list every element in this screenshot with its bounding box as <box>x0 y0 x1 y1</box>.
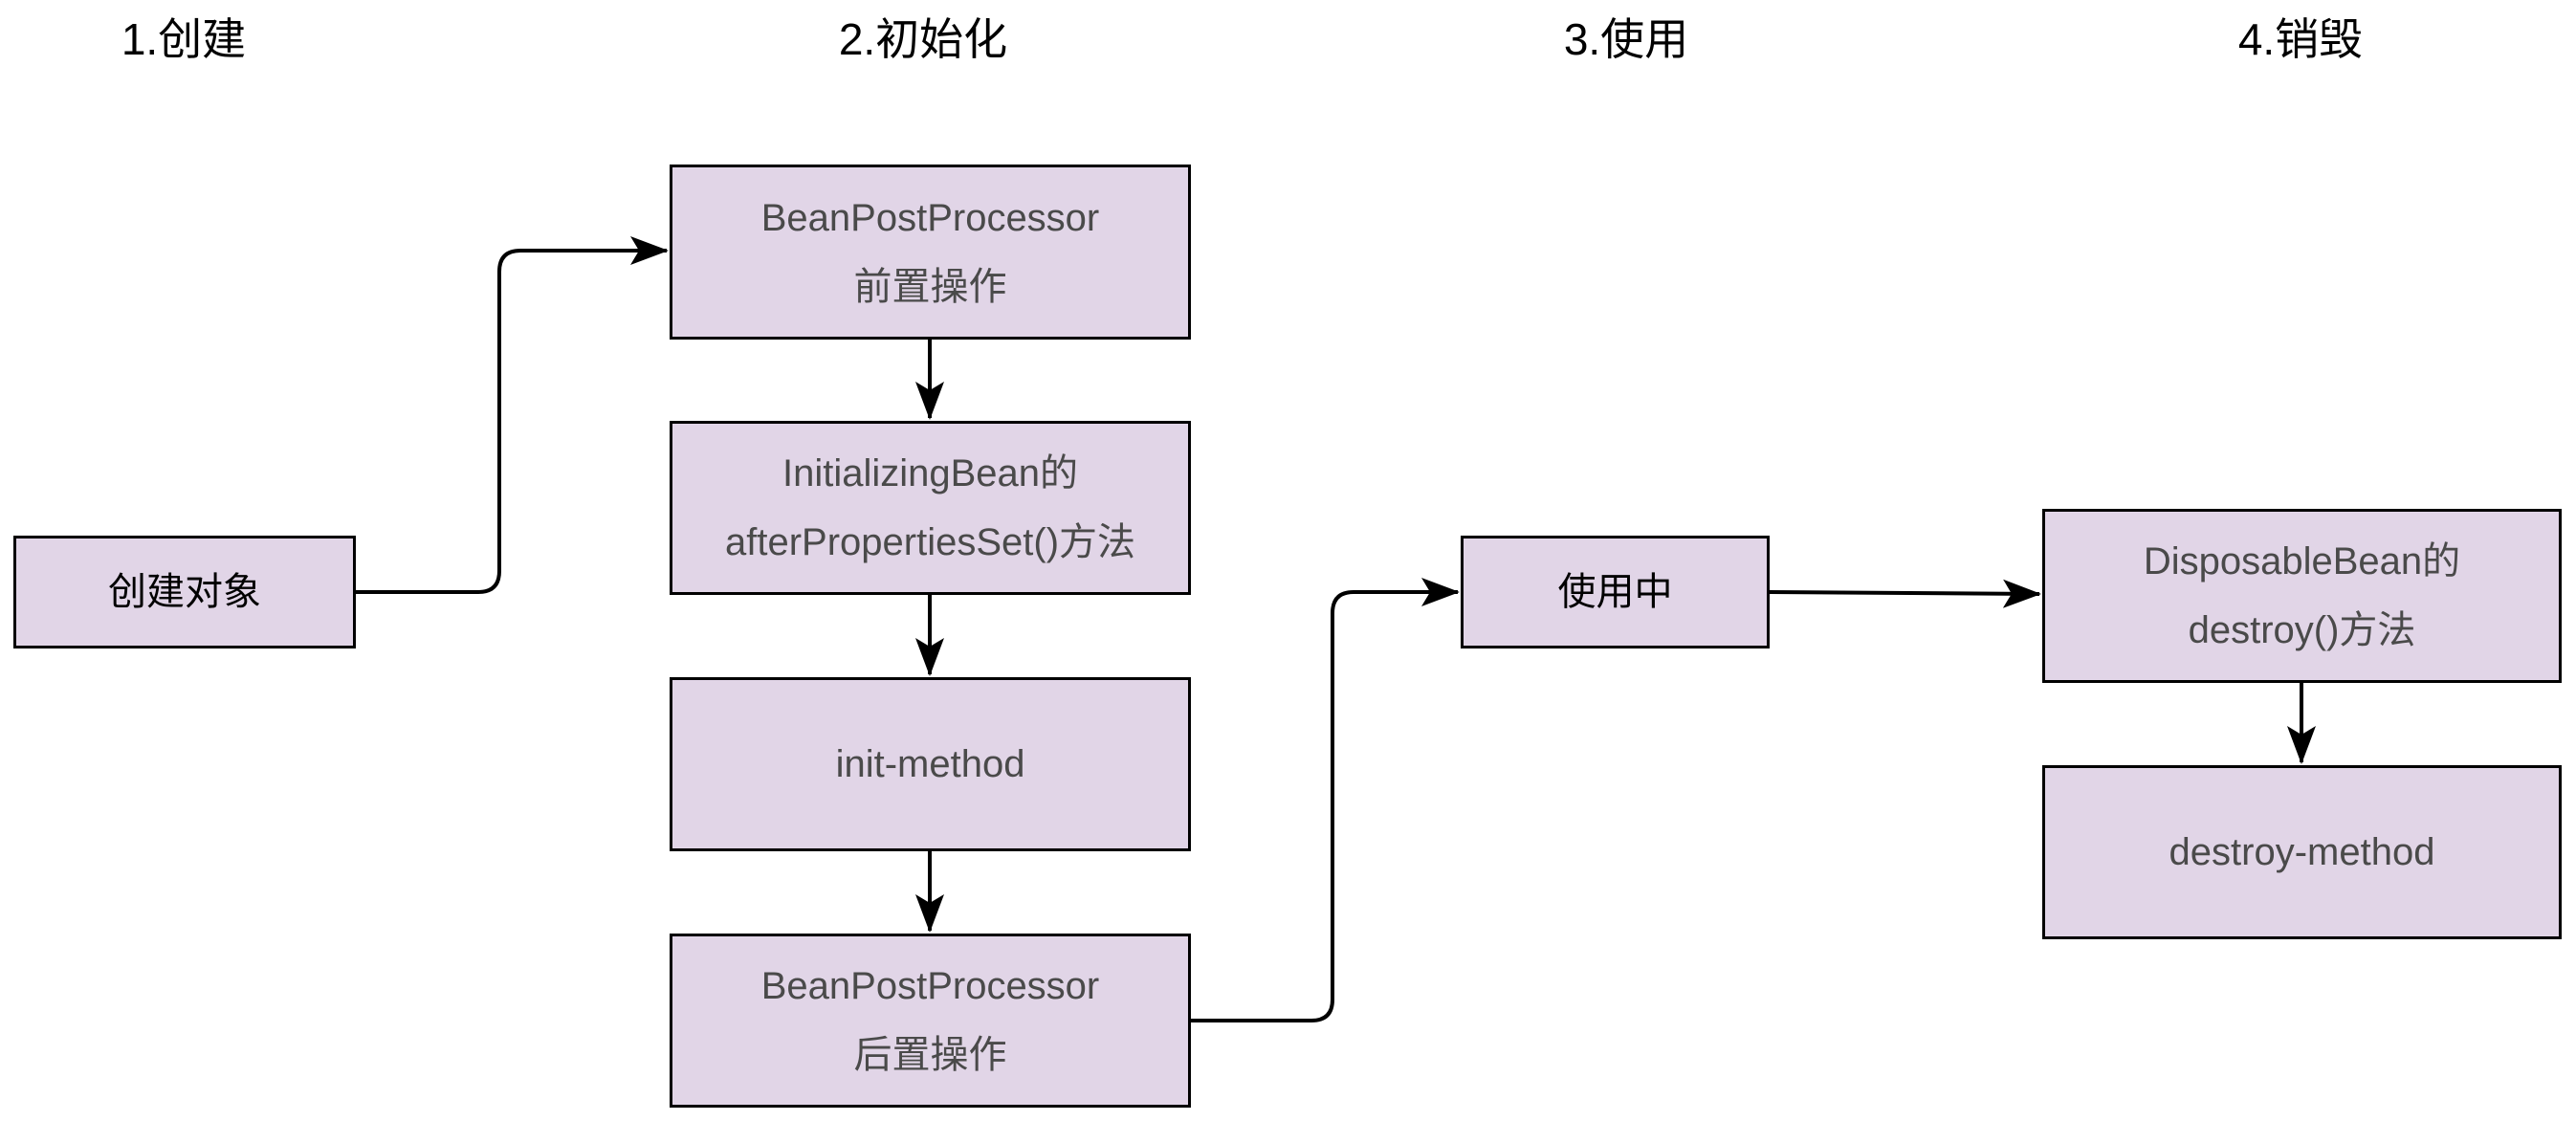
node-initializing-bean: InitializingBean的 afterPropertiesSet()方法 <box>670 421 1191 595</box>
node-beanpostprocessor-after-line1: BeanPostProcessor <box>760 965 1100 1007</box>
node-initializing-bean-line2: afterPropertiesSet()方法 <box>724 521 1136 563</box>
node-in-use-label: 使用中 <box>1557 571 1673 613</box>
edge-bpp-after-to-in-use <box>1191 578 1460 1022</box>
node-destroy-method-label: destroy-method <box>2169 831 2435 873</box>
node-disposable-bean-line1: DisposableBean的 <box>2143 540 2461 582</box>
node-beanpostprocessor-before-line1: BeanPostProcessor <box>760 196 1100 239</box>
edge-create-to-bpp-before <box>356 236 669 594</box>
node-beanpostprocessor-before: BeanPostProcessor 前置操作 <box>670 165 1191 340</box>
edge-in-use-to-disposable-bean <box>1769 579 2041 608</box>
phase-label-create: 1.创建 <box>121 14 247 64</box>
phase-label-destroy: 4.销毁 <box>2237 14 2364 64</box>
node-beanpostprocessor-after: BeanPostProcessor 后置操作 <box>670 934 1191 1108</box>
node-init-method-label: init-method <box>835 743 1025 785</box>
node-beanpostprocessor-before-line2: 前置操作 <box>853 265 1007 308</box>
node-create-object: 创建对象 <box>13 536 356 648</box>
node-init-method: init-method <box>670 677 1191 851</box>
node-create-object-label: 创建对象 <box>108 571 261 613</box>
phase-label-initialize: 2.初始化 <box>838 14 1008 64</box>
node-disposable-bean-line2: destroy()方法 <box>2188 609 2416 651</box>
phase-label-use: 3.使用 <box>1563 14 1689 64</box>
node-disposable-bean: DisposableBean的 destroy()方法 <box>2042 509 2562 683</box>
node-destroy-method: destroy-method <box>2042 765 2562 939</box>
node-beanpostprocessor-after-line2: 后置操作 <box>853 1034 1007 1076</box>
node-initializing-bean-line1: InitializingBean的 <box>782 452 1079 495</box>
node-in-use: 使用中 <box>1461 536 1770 648</box>
